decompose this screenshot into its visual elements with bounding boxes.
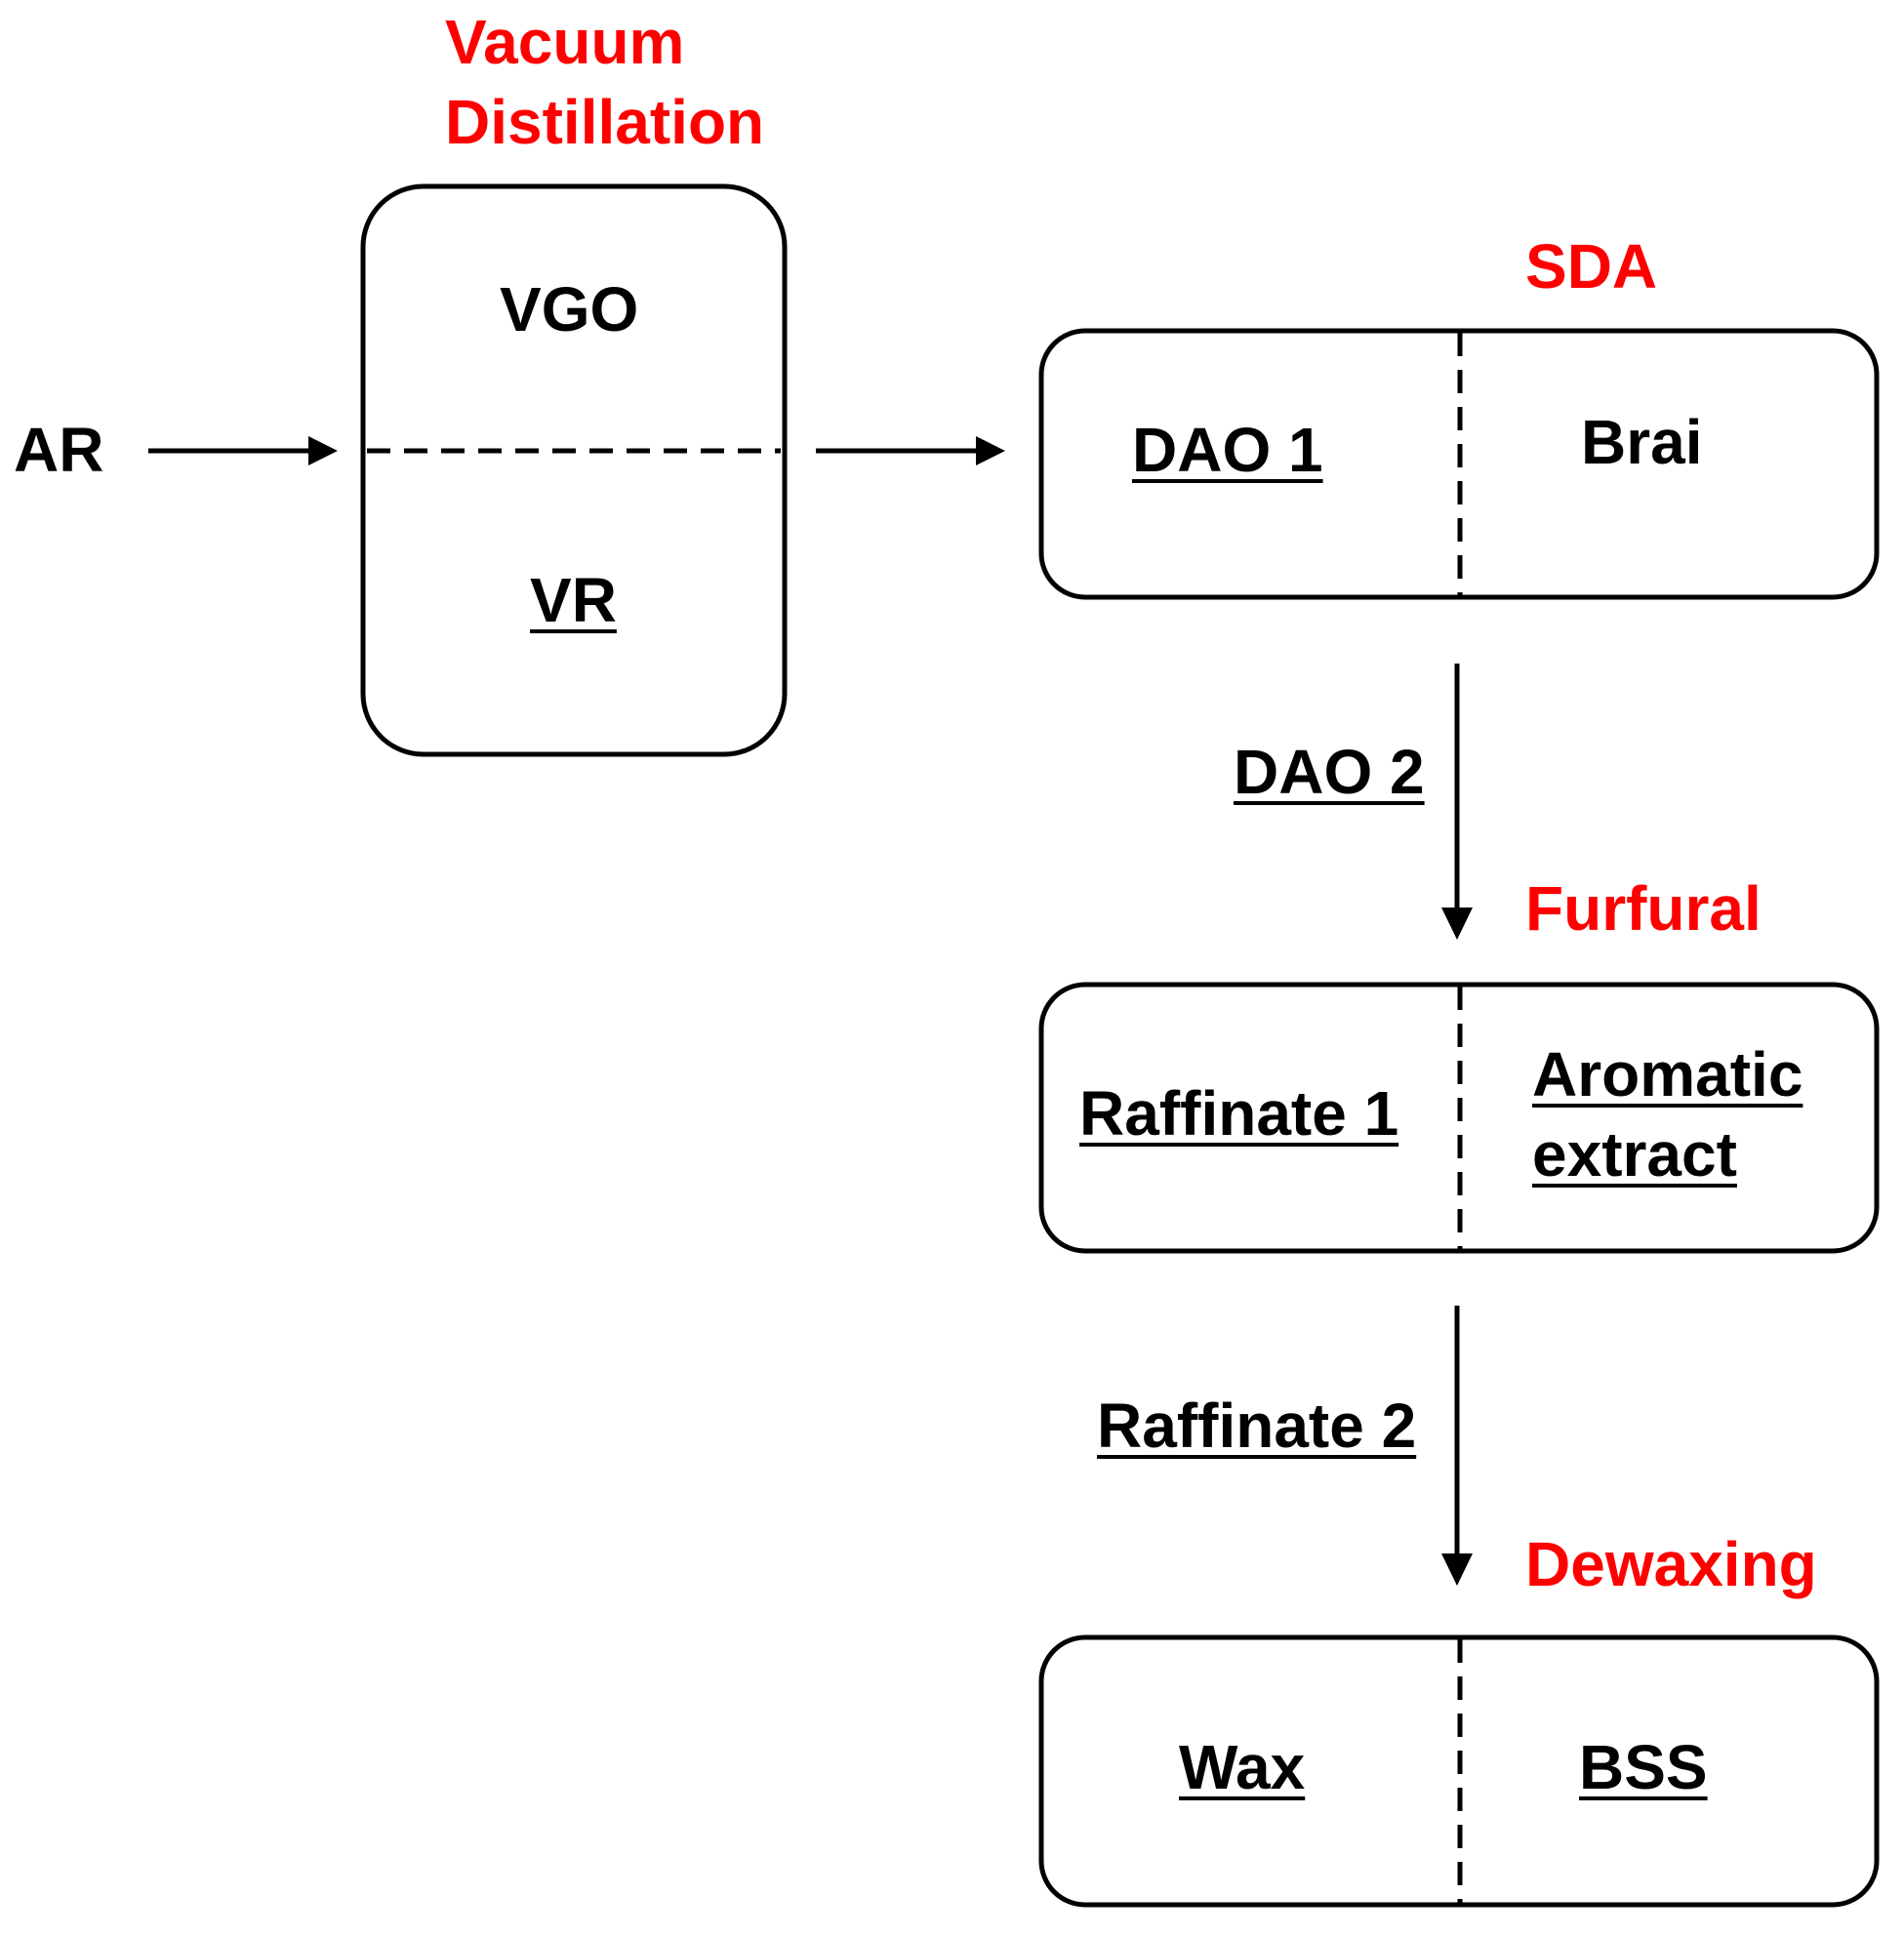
- arrow-sda-to-furfural: [1441, 664, 1473, 940]
- stream-label-dao2: DAO 2: [1234, 737, 1425, 807]
- sda-right-product: Brai: [1581, 407, 1703, 477]
- vacuum-title-line1: Vacuum: [445, 7, 685, 77]
- dewaxing-right-product: BSS: [1579, 1732, 1708, 1802]
- arrow-furfural-to-dewaxing: [1441, 1306, 1473, 1586]
- dewaxing-left-product: Wax: [1179, 1732, 1306, 1802]
- vacuum-title-line2: Distillation: [445, 87, 765, 157]
- sda-title: SDA: [1525, 231, 1658, 302]
- vacuum-distillation-box: [360, 183, 788, 757]
- furfural-box: [1038, 982, 1880, 1254]
- furfural-right-product-line1: Aromatic: [1532, 1039, 1803, 1109]
- furfural-right-product-line2: extract: [1532, 1119, 1737, 1190]
- dewaxing-box: [1038, 1634, 1880, 1908]
- dewaxing-title: Dewaxing: [1525, 1529, 1817, 1599]
- vacuum-bottom-product: VR: [530, 565, 617, 635]
- furfural-title: Furfural: [1525, 873, 1762, 944]
- furfural-left-product: Raffinate 1: [1079, 1078, 1399, 1149]
- vacuum-top-product: VGO: [500, 274, 639, 344]
- arrow-vacuum-to-sda: [816, 436, 1005, 465]
- arrow-ar-to-vacuum: [148, 436, 338, 465]
- stream-label-raffinate2: Raffinate 2: [1097, 1391, 1417, 1461]
- sda-left-product: DAO 1: [1132, 415, 1323, 485]
- input-label-ar: AR: [14, 415, 104, 485]
- sda-box: [1038, 328, 1880, 600]
